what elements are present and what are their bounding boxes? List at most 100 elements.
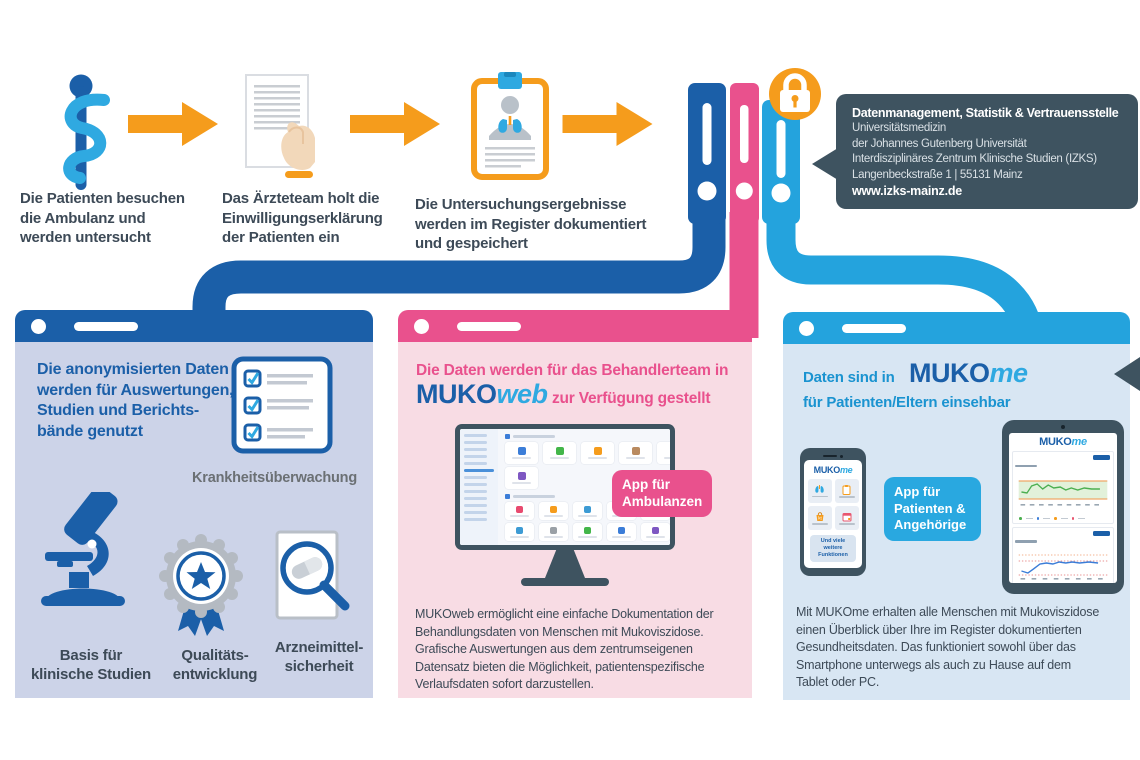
contact-speech-bubble: Datenmanagement, Statistik & Vertrauenss… bbox=[812, 94, 1138, 209]
dashboard-card bbox=[539, 523, 568, 541]
tablet-chart-button[interactable] bbox=[1093, 530, 1110, 536]
step-label-3: Die Untersuchungsergebnisse werden im Re… bbox=[415, 196, 647, 252]
dashboard-card bbox=[607, 523, 636, 541]
dashboard-content bbox=[498, 429, 670, 545]
card-text-bar bbox=[510, 535, 529, 538]
card-text-bar bbox=[544, 514, 563, 517]
phone-speaker-icon bbox=[804, 452, 862, 460]
card-icon bbox=[584, 526, 591, 534]
tablet-chart-button[interactable] bbox=[1093, 455, 1110, 460]
tablet-chart-card-1 bbox=[1012, 451, 1114, 524]
pipe-dark-blue bbox=[192, 212, 726, 338]
sidebar-row bbox=[464, 434, 488, 437]
dashboard-card bbox=[641, 523, 670, 541]
section-title-bar bbox=[513, 435, 555, 438]
window-dot-icon bbox=[799, 320, 814, 336]
desktop-monitor bbox=[455, 424, 675, 586]
monitor-frame bbox=[455, 424, 675, 550]
item-label-clinical-studies: Basis für klinische Studien bbox=[31, 647, 151, 683]
window-dash-icon bbox=[842, 323, 906, 333]
item-label-drug-safety: Arzneimittel- sicherheit bbox=[274, 639, 364, 675]
website-link[interactable]: www.izks-mainz.de bbox=[852, 184, 963, 198]
card-icon bbox=[516, 505, 523, 513]
window-dash-icon bbox=[457, 321, 521, 331]
sidebar-row bbox=[464, 441, 488, 444]
card-text-bar bbox=[578, 514, 597, 517]
card-text-bar bbox=[544, 535, 563, 538]
window-dot-icon bbox=[414, 318, 429, 334]
mukome-tablet-screen: MUKOme bbox=[1009, 433, 1117, 583]
item-label-quality: Qualitäts- entwicklung bbox=[172, 647, 258, 683]
dashboard-sidebar bbox=[460, 429, 498, 545]
card-text-bar bbox=[512, 457, 531, 459]
card-text-bar bbox=[510, 514, 529, 517]
arrow-right-icon bbox=[128, 102, 218, 146]
svg-text:kt: kt bbox=[818, 515, 822, 520]
sidebar-row bbox=[464, 469, 494, 472]
card-icon bbox=[516, 526, 523, 534]
weight-chart bbox=[1018, 554, 1108, 580]
pipe-light-blue bbox=[766, 212, 1045, 341]
microscope-icon bbox=[41, 492, 125, 606]
panel-header bbox=[398, 310, 752, 342]
card-text-bar bbox=[512, 482, 531, 484]
dashboard-section-label bbox=[505, 434, 670, 439]
panel-header bbox=[15, 310, 373, 342]
arrow-right-icon bbox=[562, 102, 653, 146]
sidebar-row bbox=[464, 448, 488, 451]
lock-icon bbox=[769, 68, 821, 120]
dashboard-row bbox=[505, 523, 670, 541]
dashboard-card bbox=[657, 442, 670, 464]
section-title-bar bbox=[513, 495, 555, 498]
dashboard-card bbox=[505, 523, 534, 541]
panel-left-heading: Die anonymisierten Daten werden für Ausw… bbox=[37, 361, 234, 440]
card-icon bbox=[669, 447, 670, 455]
window-dot-icon bbox=[31, 318, 46, 334]
card-icon bbox=[550, 505, 557, 513]
card-text-bar bbox=[588, 457, 607, 459]
badge-app-patienten: App für Patienten & Angehörige bbox=[884, 477, 981, 541]
dashboard-card bbox=[573, 523, 602, 541]
sidebar-row bbox=[464, 511, 488, 514]
dashboard-card bbox=[573, 502, 602, 520]
dashboard-section-label bbox=[505, 494, 670, 499]
speech-bubble-tail-right bbox=[1114, 357, 1140, 391]
surveillance-label: Krankheitsüberwachung bbox=[192, 470, 357, 486]
phone-logo: MUKOme bbox=[813, 465, 853, 475]
dashboard-card bbox=[505, 467, 538, 489]
panel-mukome: Daten sind in MUKOme für Patienten/Elter… bbox=[783, 312, 1130, 700]
mukome-heading-line1: Daten sind in MUKOme bbox=[803, 358, 1028, 388]
card-icon bbox=[555, 447, 564, 455]
mukoweb-description: MUKOweb ermöglicht eine einfache Dokumen… bbox=[415, 607, 714, 692]
monitor-base bbox=[521, 578, 609, 586]
dashboard-card bbox=[581, 442, 614, 464]
phone-app-grid: kt bbox=[804, 479, 862, 530]
mukoweb-logo: MUKO bbox=[416, 379, 497, 409]
panel-anonymized-data: Die anonymisierten Daten werden für Ausw… bbox=[15, 310, 373, 698]
sidebar-row bbox=[464, 518, 488, 521]
sidebar-row bbox=[464, 504, 488, 507]
calendar-tile-icon bbox=[834, 506, 859, 530]
card-text-bar bbox=[626, 457, 645, 459]
tablet-camera-icon bbox=[1061, 425, 1065, 429]
card-text-bar bbox=[578, 535, 597, 538]
sidebar-row bbox=[464, 490, 488, 493]
aesculapius-staff-icon bbox=[63, 74, 110, 190]
card-icon bbox=[517, 472, 526, 480]
panel-header bbox=[783, 312, 1130, 344]
lung-function-chart bbox=[1018, 480, 1108, 506]
dashboard-card bbox=[543, 442, 576, 464]
sidebar-row bbox=[464, 462, 488, 465]
dashboard-card bbox=[619, 442, 652, 464]
card-text-bar bbox=[664, 457, 670, 459]
card-text-bar bbox=[612, 535, 631, 538]
step-label-1: Die Patienten besuchen die Ambulanz und … bbox=[20, 190, 185, 246]
sidebar-row bbox=[464, 455, 488, 458]
card-icon bbox=[618, 526, 625, 534]
card-icon bbox=[517, 447, 526, 455]
pharmacy-bag-tile-icon: kt bbox=[807, 506, 832, 530]
mukoweb-heading-brand-line: MUKOweb zur Verfügung gestellt bbox=[416, 379, 711, 409]
phone-more-button[interactable]: Und viele weitere Funktionen bbox=[810, 535, 856, 562]
sidebar-row bbox=[464, 476, 488, 479]
dashboard-card bbox=[505, 502, 534, 520]
